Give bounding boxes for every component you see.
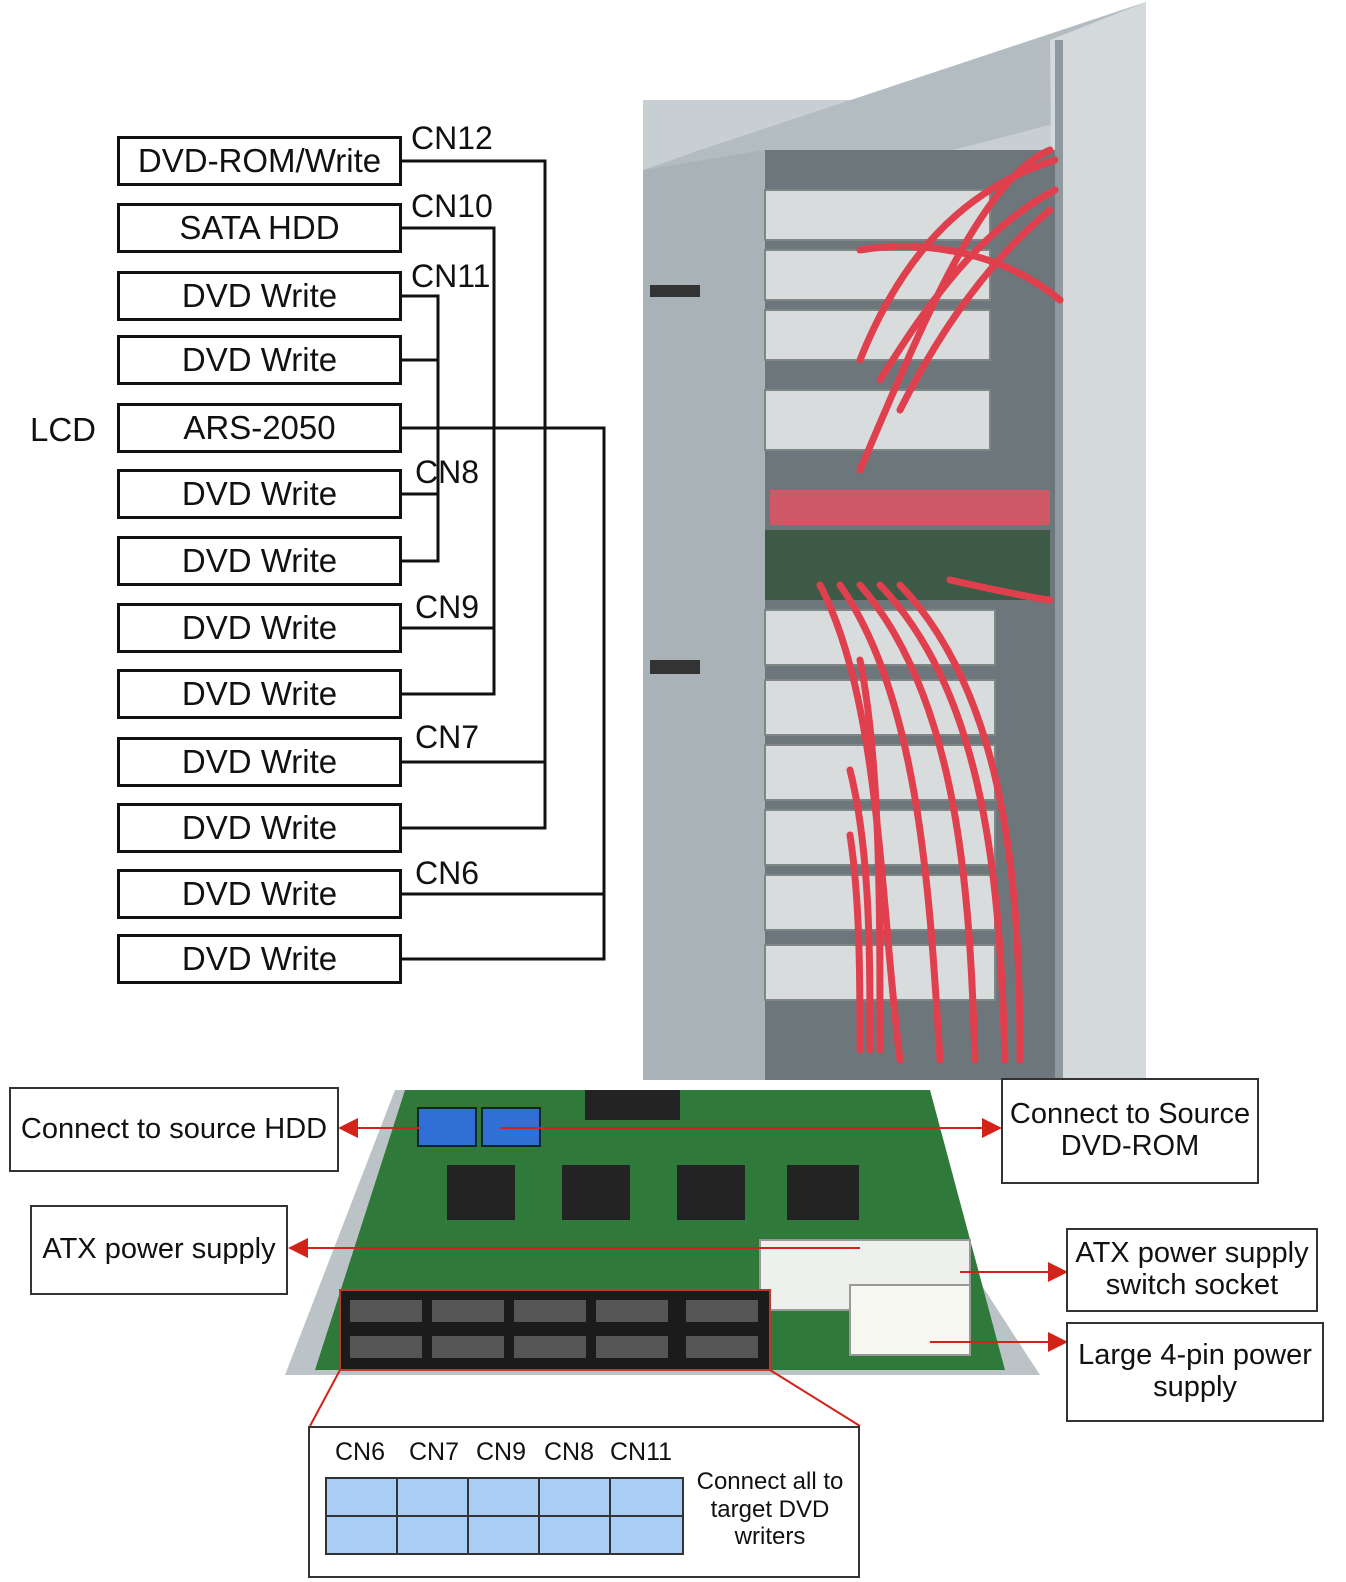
connector-label: CN9 — [415, 589, 480, 625]
drive-box: ARS-2050 — [117, 403, 402, 453]
connector-label: CN12 — [411, 120, 493, 156]
port-label: CN6 — [335, 1438, 386, 1466]
connector-label: CN10 — [411, 188, 493, 224]
drive-box: SATA HDD — [117, 203, 402, 253]
drive-box: DVD Write — [117, 271, 402, 321]
drive-box: DVD Write — [117, 536, 402, 586]
drive-box: DVD Write — [117, 669, 402, 719]
connector-label: CN8 — [415, 454, 480, 490]
drive-box: DVD-ROM/Write — [117, 136, 402, 186]
drive-box: DVD Write — [117, 737, 402, 787]
connector-label: CN6 — [415, 855, 480, 891]
drive-box: DVD Write — [117, 803, 402, 853]
connector-label: CN11 — [411, 258, 491, 294]
drive-box: DVD Write — [117, 869, 402, 919]
drive-box: DVD Write — [117, 469, 402, 519]
port-label: CN8 — [544, 1438, 595, 1466]
port-label: CN11 — [610, 1438, 673, 1466]
drive-box: DVD Write — [117, 335, 402, 385]
connector-label: CN7 — [415, 719, 480, 755]
drive-box: DVD Write — [117, 603, 402, 653]
port-label: CN9 — [476, 1438, 527, 1466]
callout-atx-power: ATX power supply — [30, 1205, 288, 1295]
callout-atx-switch: ATX power supply switch socket — [1066, 1228, 1318, 1312]
callout-source-hdd: Connect to source HDD — [9, 1087, 339, 1172]
callout-source-dvd: Connect to Source DVD-ROM — [1001, 1078, 1259, 1184]
drive-box: DVD Write — [117, 934, 402, 984]
lcd-label: LCD — [30, 411, 97, 448]
legend-note: Connect all to target DVD writers — [696, 1468, 844, 1551]
callout-large-4pin: Large 4-pin power supply — [1066, 1322, 1324, 1422]
port-label: CN7 — [409, 1438, 460, 1466]
